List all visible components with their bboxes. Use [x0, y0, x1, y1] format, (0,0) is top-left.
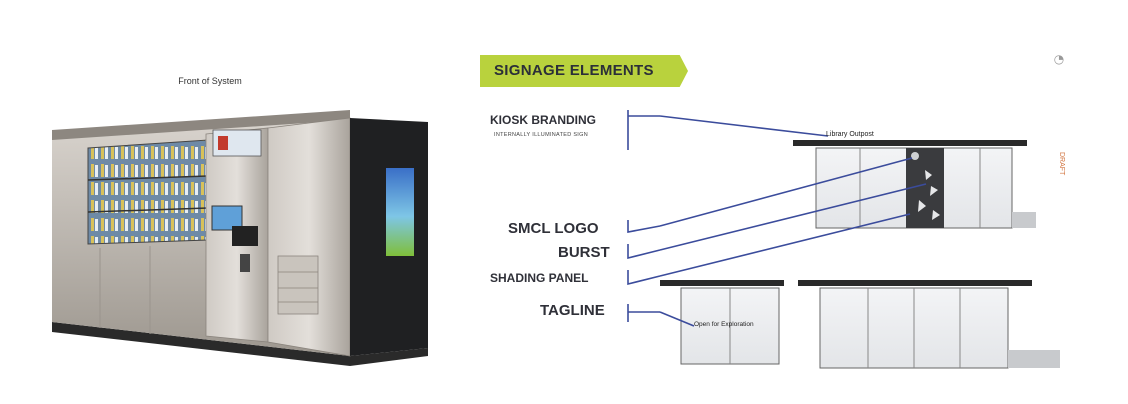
- kiosk-top-cap: [52, 110, 350, 140]
- tagline-text: Open for Exploration: [694, 321, 754, 328]
- leader-tagline: [659, 311, 695, 327]
- leader-smcl-logo: [659, 157, 913, 227]
- label-kiosk-branding-sub: INTERNALLY ILLUMINATED SIGN: [494, 132, 588, 138]
- bracket-tagline: [627, 304, 660, 322]
- roof-bottom-left: [660, 280, 784, 286]
- label-burst: BURST: [558, 244, 610, 261]
- circle-icon: [1052, 52, 1066, 66]
- side-step: [1008, 350, 1060, 368]
- burst-shape: [932, 210, 940, 220]
- kiosk-screen-graphic: [218, 136, 228, 150]
- roof-top: [793, 140, 1027, 146]
- smcl-logo-mark: [911, 152, 919, 160]
- kiosk-drawers: [277, 255, 319, 315]
- burst-shape: [930, 186, 938, 196]
- kiosk-keypad: [240, 254, 250, 272]
- kiosk-shelf-window: [87, 139, 209, 245]
- burst-shape: [918, 200, 926, 212]
- kiosk-illustration: [52, 110, 428, 366]
- elevation-bottom-right: [798, 280, 1060, 369]
- elevation-top: [793, 140, 1036, 229]
- bracket-burst: [627, 244, 661, 260]
- bracket-kiosk-branding: [627, 110, 660, 150]
- shelf-divider: [87, 175, 209, 181]
- label-kiosk-branding: KIOSK BRANDING: [490, 113, 597, 127]
- signage-header-title: SIGNAGE ELEMENTS: [494, 62, 654, 79]
- label-shading-panel: SHADING PANEL: [490, 271, 589, 285]
- leader-burst: [659, 183, 927, 251]
- leader-shading-panel: [659, 213, 911, 277]
- bracket-smcl-logo: [627, 220, 661, 233]
- kiosk-side-screen: [386, 168, 414, 256]
- bracket-shading-panel: [627, 270, 661, 286]
- burst-shape: [925, 170, 932, 180]
- kiosk-base: [52, 322, 428, 366]
- roof-bottom-right: [798, 280, 1032, 286]
- label-tagline: TAGLINE: [540, 302, 605, 319]
- elevation-bottom-left: [660, 280, 784, 365]
- kiosk-right-column: [267, 117, 351, 357]
- kiosk-card-reader: [232, 226, 258, 246]
- draft-mark: DRAFT: [1058, 152, 1065, 176]
- shelf-divider: [87, 207, 209, 213]
- sign-text-library-outpost: Library Outpost: [826, 131, 874, 138]
- front-of-system-title: Front of System: [178, 76, 242, 86]
- label-smcl-logo: SMCL LOGO: [508, 220, 599, 237]
- signage-header-banner: [480, 55, 688, 87]
- side-step: [1012, 212, 1036, 228]
- leader-kiosk-branding: [659, 115, 829, 137]
- leader-lines: [627, 110, 927, 327]
